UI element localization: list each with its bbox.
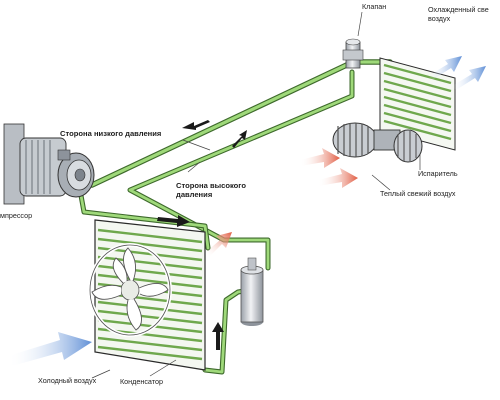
valve-icon	[342, 11, 364, 69]
cooled-air-label-line2: воздух	[428, 14, 451, 23]
evaporator-label: Испаритель	[418, 169, 458, 178]
warm-air-leader	[371, 174, 391, 191]
fan-icon	[88, 243, 172, 337]
cold-arrow-2	[452, 66, 486, 90]
flow-arrow-up	[212, 322, 224, 350]
valve-label: Клапан	[362, 2, 387, 11]
low-pressure-leader	[182, 139, 211, 151]
warm-air-label: Теплый свежий воздух	[380, 189, 456, 198]
warm-exhaust-arrow	[206, 232, 232, 256]
low-pressure-side-label: Сторона низкого давления	[60, 129, 162, 138]
flow-arrow-right	[157, 215, 190, 227]
warm-arrow-2	[318, 168, 358, 188]
flow-arrow-left	[182, 120, 210, 130]
cold-arrow-1	[428, 56, 462, 80]
warm-arrow-1	[300, 148, 340, 168]
cooled-air-label-line1: Охлажденный све	[428, 5, 489, 14]
cold-air-inlet-arrow	[8, 332, 92, 366]
condenser-leader	[149, 359, 177, 377]
compressor-icon	[3, 123, 95, 205]
cooled-air-arrows	[428, 56, 486, 90]
high-pressure-side-label-line1: Сторона высокого	[176, 181, 246, 190]
discharge-pipe	[77, 187, 211, 251]
receiver-drier-icon	[240, 257, 264, 326]
compressor-label: мпрессор	[0, 211, 33, 220]
high-pressure-leader	[187, 161, 201, 173]
valve-leader	[357, 11, 363, 37]
warm-air-arrows	[300, 148, 391, 191]
blower-icon	[332, 122, 423, 163]
condenser-label: Конденсатор	[120, 377, 163, 386]
cold-air-leader	[91, 369, 111, 379]
high-pressure-side-label-line2: давления	[176, 190, 213, 199]
high-pressure-pipe	[127, 69, 355, 271]
flow-arrows	[157, 120, 247, 350]
cold-air-label: Холодный воздух	[38, 376, 97, 385]
condenser-icon	[88, 219, 206, 371]
evaporator-icon	[379, 57, 456, 170]
low-pressure-pipe	[89, 59, 393, 188]
flow-arrow-diag	[232, 130, 247, 148]
